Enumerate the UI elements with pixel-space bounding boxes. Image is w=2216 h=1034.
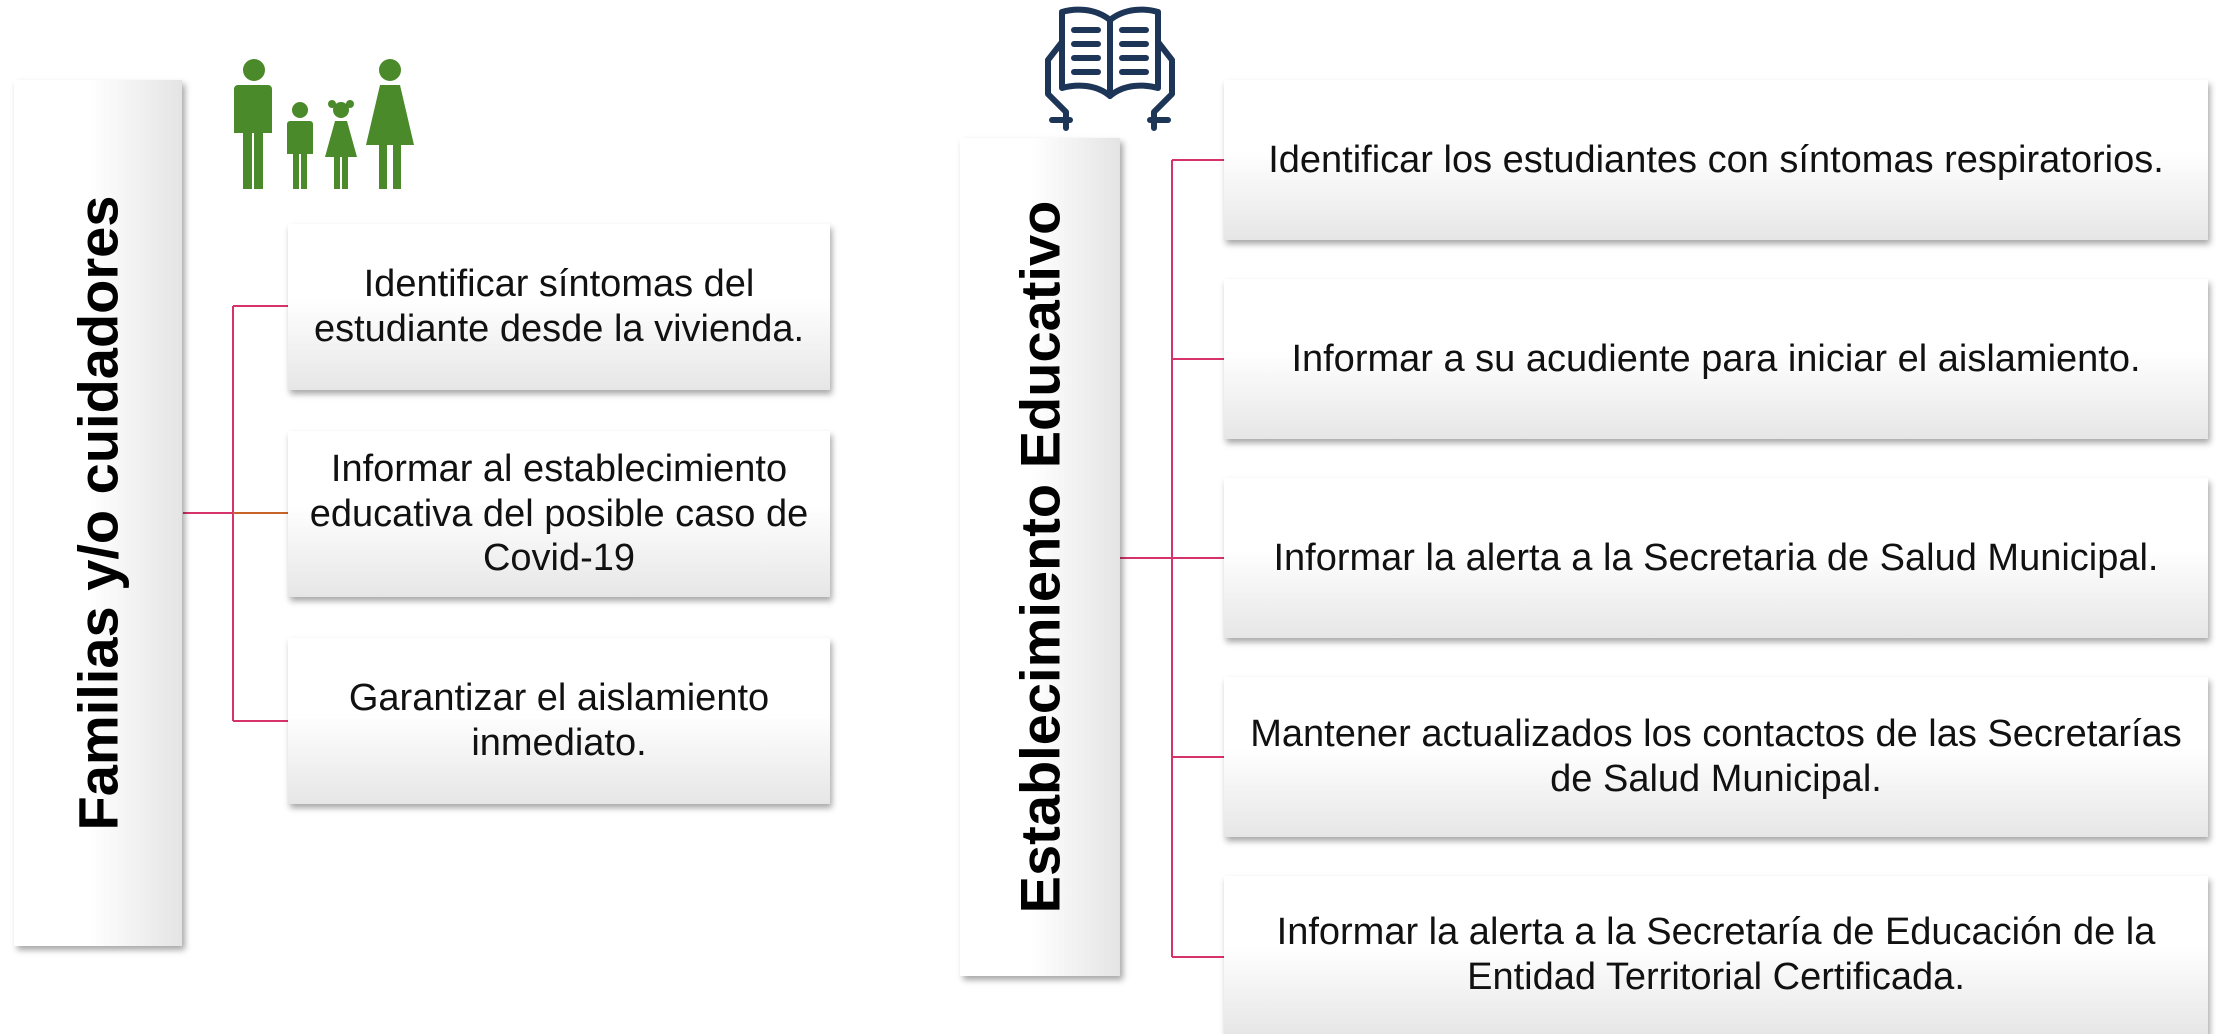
- familias-item-1: Identificar síntomas del estudiante desd…: [288, 224, 830, 390]
- familias-item-3: Garantizar el aislamiento inmediato.: [288, 638, 830, 804]
- open-book-hands-icon: [1045, 6, 1175, 131]
- familias-title-panel: Familias y/o cuidadores: [14, 80, 182, 946]
- familias-item-2: Informar al establecimiento educativa de…: [288, 431, 830, 597]
- establecimiento-item-4: Mantener actualizados los contactos de l…: [1224, 677, 2208, 837]
- establecimiento-item-1: Identificar los estudiantes con síntomas…: [1224, 80, 2208, 240]
- establecimiento-title-panel: Establecimiento Educativo: [960, 138, 1120, 976]
- establecimiento-item-2: Informar a su acudiente para iniciar el …: [1224, 279, 2208, 439]
- establecimiento-title: Establecimiento Educativo: [1008, 200, 1072, 914]
- establecimiento-item-3: Informar la alerta a la Secretaria de Sa…: [1224, 478, 2208, 638]
- establecimiento-item-5: Informar la alerta a la Secretaría de Ed…: [1224, 876, 2208, 1034]
- familias-title: Familias y/o cuidadores: [66, 195, 130, 831]
- family-icon: [234, 59, 414, 189]
